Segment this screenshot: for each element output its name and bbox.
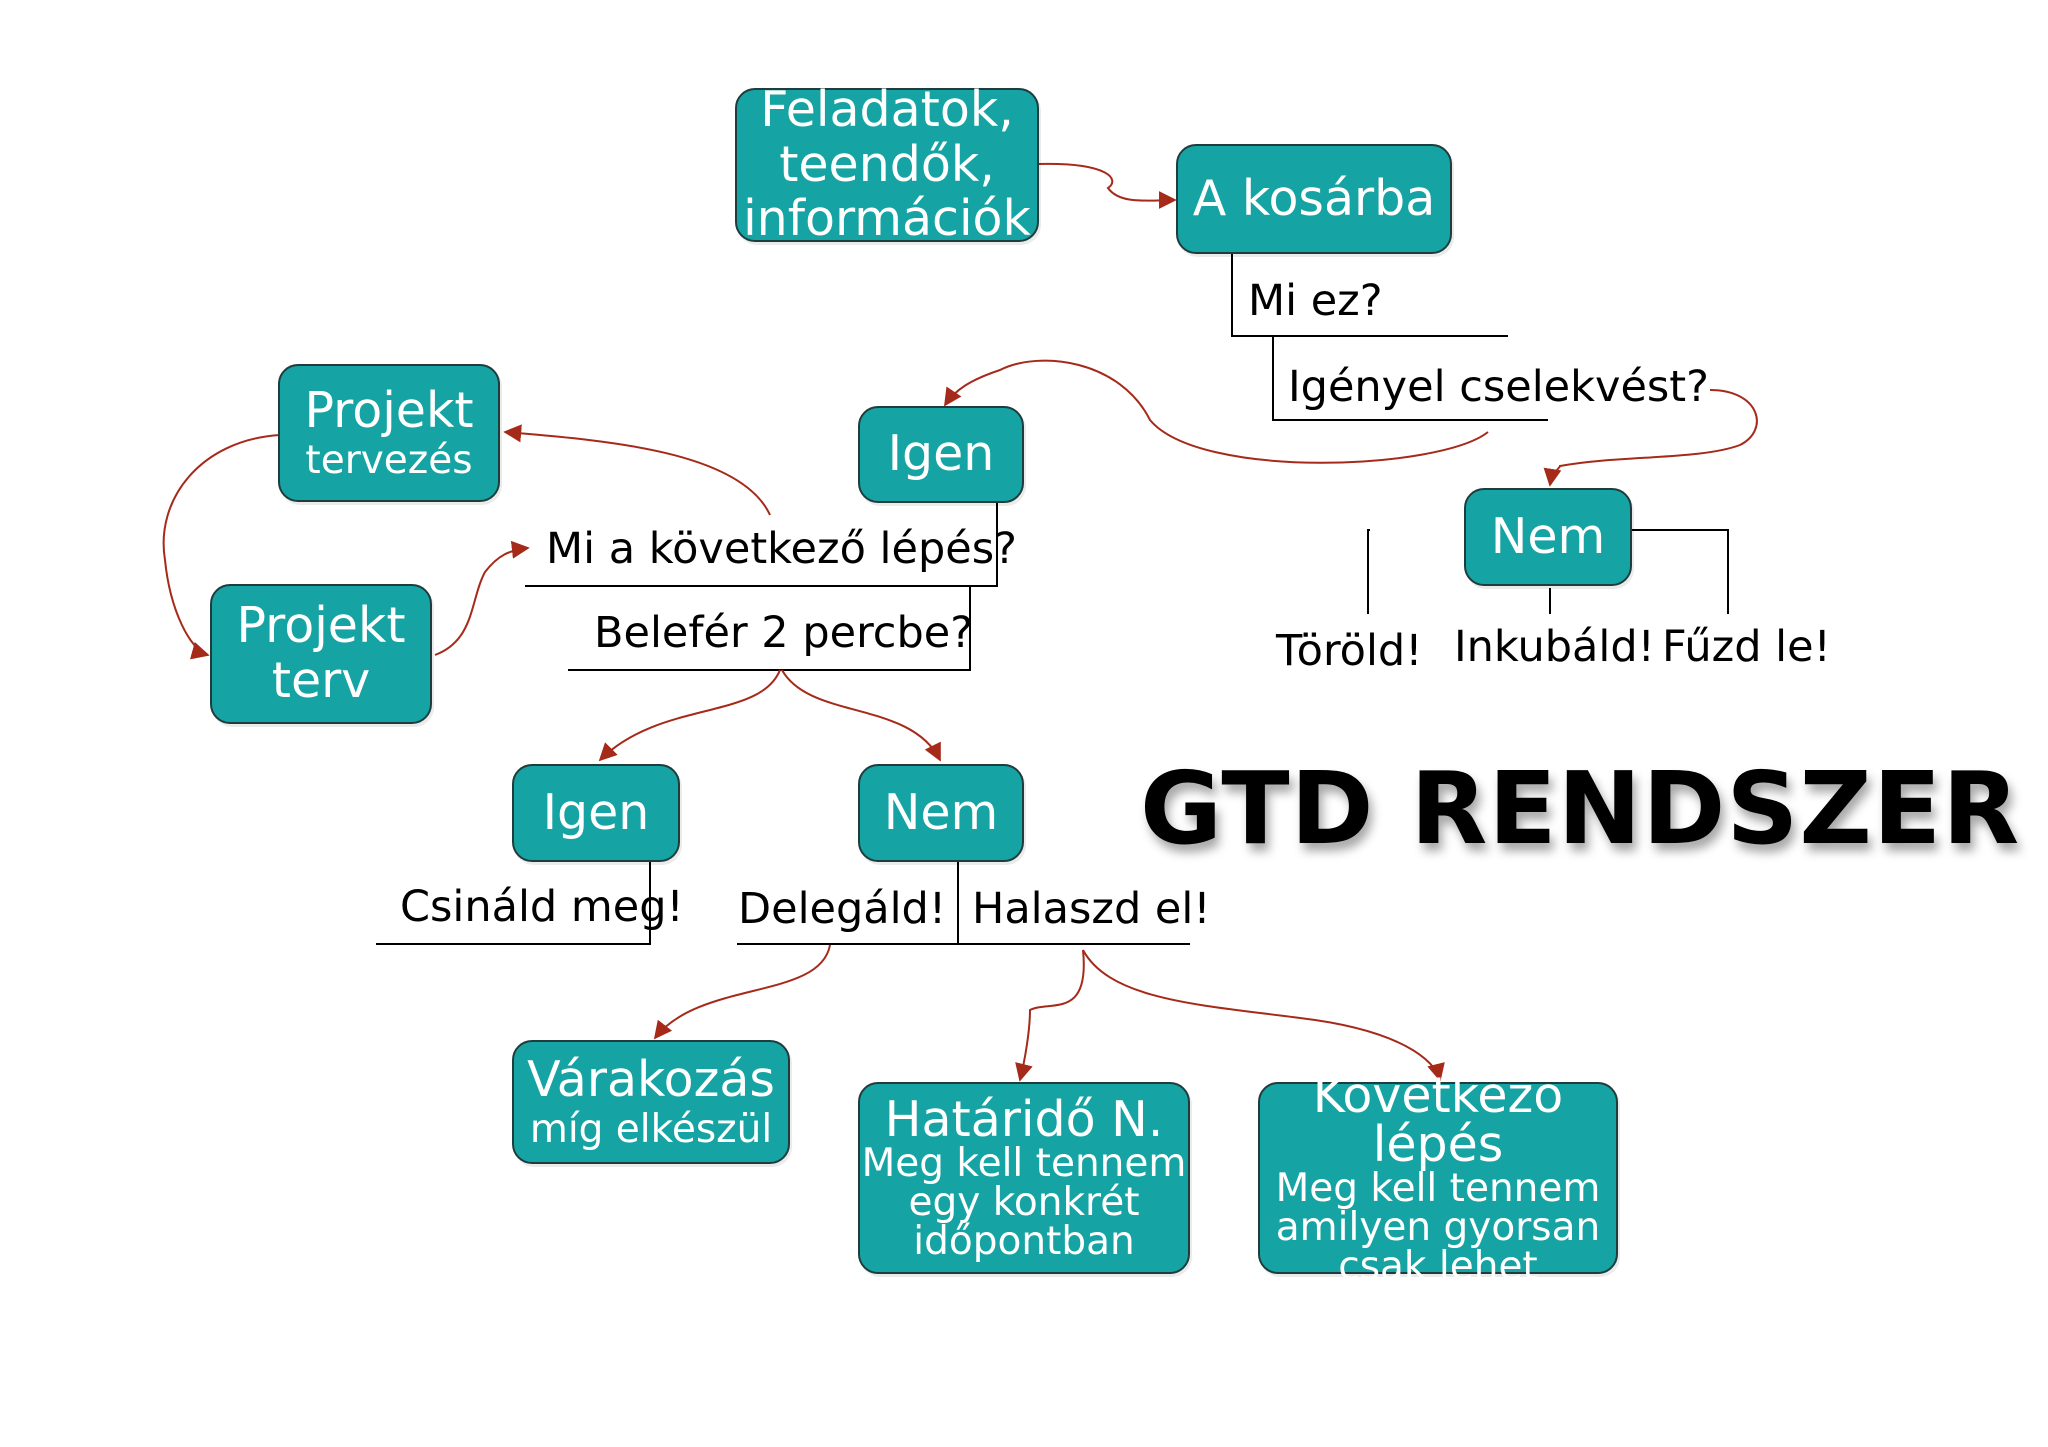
node-waiting-line-1: Várakozás (527, 1050, 775, 1108)
node-project-planning: Projekt tervezés (278, 364, 500, 502)
node-inbox: A kosárba (1176, 144, 1452, 254)
bracket-actionable (1272, 336, 1548, 421)
node-deadline: Határidő N. Meg kell tennem egy konkrét … (858, 1082, 1190, 1274)
node-yes-top: Igen (858, 406, 1024, 503)
node-deadline-line-3: időpontban (913, 1219, 1135, 1264)
node-deadline-line-1: Meg kell tennem (861, 1141, 1187, 1186)
label-two-minutes: Belefér 2 percbe? (594, 608, 974, 658)
node-yes-bottom: Igen (512, 764, 680, 862)
node-deadline-line-2: egy konkrét (908, 1180, 1140, 1225)
node-next-action-line-1: Meg kell tennem (1275, 1165, 1601, 1211)
arrow-defer-to-deadline (1015, 949, 1085, 1082)
bracket-two-minutes (568, 586, 971, 671)
node-deadline-title: Határidő N. (884, 1091, 1164, 1148)
arrow-two-minutes-to-no (781, 669, 941, 762)
label-do-it: Csináld meg! (400, 882, 684, 932)
node-no-top-label: Nem (1490, 507, 1606, 565)
arrow-defer-to-next-action (1082, 949, 1445, 1082)
node-project-plan: Projekt terv (210, 584, 432, 724)
node-waiting: Várakozás míg elkészül (512, 1040, 790, 1164)
node-project-planning-line-1: Projekt (304, 381, 474, 439)
node-no-bottom: Nem (858, 764, 1024, 862)
node-tasks-line-2: teendők, (779, 135, 995, 193)
arrow-actionable-to-yes (944, 359, 1489, 464)
label-file: Fűzd le! (1662, 622, 1831, 672)
arrow-tasks-to-inbox (1036, 162, 1177, 210)
label-incubate: Inkubáld! (1454, 622, 1655, 672)
label-delete: Töröld! (1276, 626, 1423, 676)
node-waiting-line-2: míg elkészül (529, 1106, 773, 1152)
arrow-next-step-to-project-planning (503, 424, 771, 516)
node-inbox-label: A kosárba (1192, 169, 1436, 227)
node-next-action-line-3: csak lehet (1338, 1243, 1538, 1289)
node-next-action: Következő lépés Meg kell tennem amilyen … (1258, 1071, 1618, 1286)
arrow-two-minutes-to-yes (598, 669, 781, 762)
node-project-planning-line-2: tervezés (305, 437, 473, 483)
label-actionable: Igényel cselekvést? (1288, 362, 1709, 412)
node-tasks-line-1: Feladatok, (760, 80, 1014, 138)
node-yes-top-label: Igen (887, 425, 995, 483)
node-no-top: Nem (1464, 488, 1632, 586)
bracket-no-top (1367, 529, 1729, 614)
node-project-plan-line-1: Projekt (236, 597, 406, 655)
node-yes-bottom-label: Igen (542, 783, 650, 841)
node-project-plan-line-2: terv (271, 652, 371, 709)
node-next-action-line-2: amilyen gyorsan (1275, 1204, 1601, 1250)
arrow-delegate-to-waiting (653, 944, 831, 1040)
arrow-actionable-to-no (1543, 389, 1758, 487)
bracket-next-step (525, 503, 998, 587)
node-no-bottom-label: Nem (883, 783, 999, 841)
bracket-yes-bottom (376, 862, 651, 945)
arrow-project-planning-to-plan (162, 434, 281, 660)
page-title: GTD RENDSZER (1140, 750, 2021, 867)
bracket-no-bottom (737, 862, 1190, 945)
label-delegate: Delegáld! (738, 884, 947, 934)
label-defer: Halaszd el! (972, 884, 1211, 934)
label-next-step: Mi a következő lépés? (546, 524, 1017, 574)
node-tasks-line-3: információk (743, 190, 1031, 248)
node-tasks: Feladatok, teendők, információk (735, 82, 1039, 246)
label-what-is-it: Mi ez? (1248, 276, 1383, 326)
node-next-action-title: Következő lépés (1312, 1066, 1564, 1173)
bracket-what-is-it (1231, 254, 1508, 337)
arrow-plan-to-next-step (434, 540, 530, 656)
